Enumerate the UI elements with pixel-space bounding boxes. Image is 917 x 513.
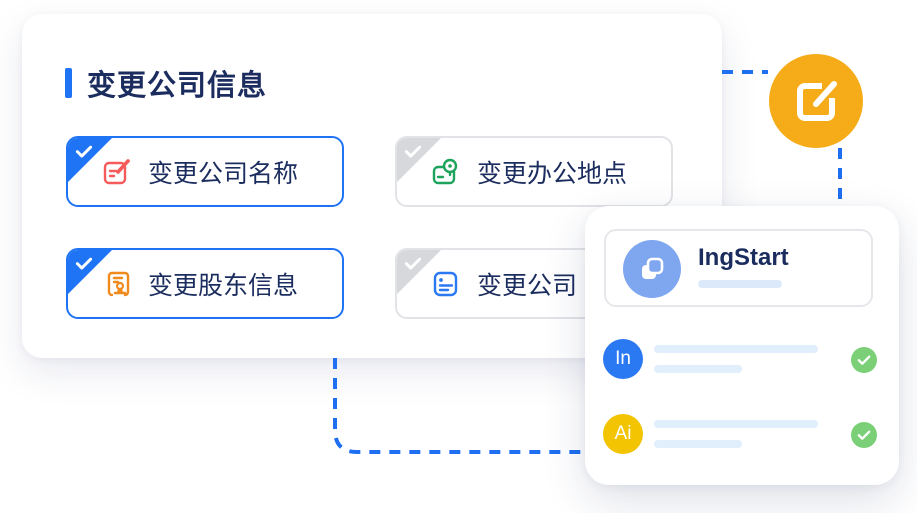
stamp-certificate-icon [107,271,130,296]
placeholder-line-short [654,365,742,373]
check-circle-icon [851,347,877,373]
page-title: 变更公司信息 [87,70,268,102]
placeholder-line-short [654,440,742,448]
edit-pencil-square-icon [797,81,837,121]
list-item-ai[interactable]: Ai [585,414,899,454]
connector-card-to-panel [333,358,600,454]
option-label: 变更公司 [477,271,578,300]
option-label: 变更办公地点 [477,159,628,188]
check-icon [75,145,93,158]
option-label: 变更股东信息 [148,271,299,300]
option-change-office-location[interactable]: 变更办公地点 [395,136,673,207]
check-circle-icon [851,422,877,448]
placeholder-line-long [654,420,818,428]
edit-document-icon [103,158,130,184]
check-icon [75,257,93,270]
check-icon [404,145,422,158]
ai-avatar: Ai [603,414,643,454]
location-card-icon [432,158,458,184]
company-change-card: 变更公司信息 变更公司名称 变更办公地点 [22,14,722,358]
brand-name: IngStart [698,244,789,271]
ingstart-panel: IngStart In Ai [585,206,899,485]
check-icon [404,257,422,270]
in-avatar: In [603,339,643,379]
edit-bubble [769,54,863,148]
document-lines-icon [433,271,458,296]
option-label: 变更公司名称 [148,159,299,188]
title-accent-bar [65,68,72,98]
stacked-squares-logo-icon [642,257,664,279]
brand-avatar [623,240,681,298]
placeholder-line-long [654,345,818,353]
brand-placeholder-line [698,280,782,288]
list-item-in[interactable]: In [585,339,899,379]
option-change-company-name[interactable]: 变更公司名称 [66,136,344,207]
option-change-shareholder-info[interactable]: 变更股东信息 [66,248,344,319]
section-title-row: 变更公司信息 [65,62,267,104]
brand-header[interactable]: IngStart [604,229,873,307]
